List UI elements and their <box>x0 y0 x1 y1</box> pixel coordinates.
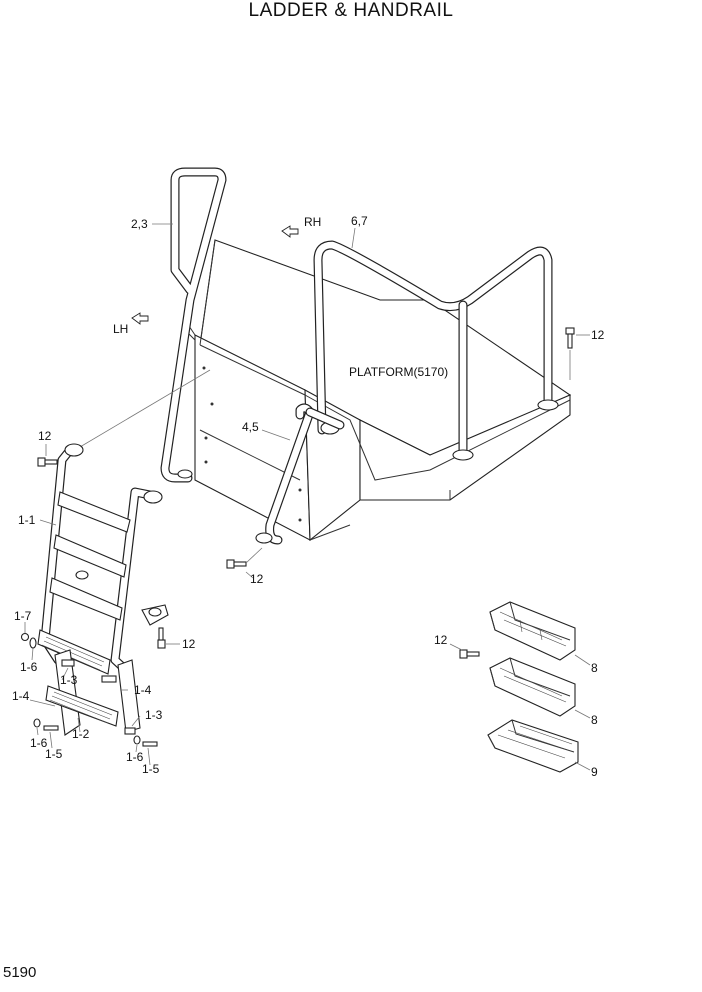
step-8-lower <box>489 657 576 717</box>
bolt-icon <box>142 741 158 747</box>
rh-label: RH <box>304 215 321 229</box>
callout-1-1: 1-1 <box>18 513 36 527</box>
callout-1-3-left: 1-3 <box>60 673 78 687</box>
handrail-4-5 <box>255 403 345 545</box>
callout-1-6-bottom-right: 1-6 <box>126 750 144 764</box>
callout-8-lower: 8 <box>591 713 598 727</box>
callout-2-3: 2,3 <box>131 217 148 231</box>
handrail-2-3 <box>160 167 227 483</box>
nut-icon <box>20 632 30 642</box>
bolt-icon <box>157 627 166 649</box>
washer-icon <box>29 637 37 649</box>
callout-1-4-left: 1-4 <box>12 689 30 703</box>
lh-label: LH <box>113 322 128 336</box>
callout-1-6-left: 1-6 <box>20 660 38 674</box>
handrail-6-7 <box>313 240 559 461</box>
rh-arrow-icon <box>281 225 299 238</box>
callout-1-5-bottom-left: 1-5 <box>45 747 63 761</box>
ladder-assembly <box>37 443 169 736</box>
callout-1-4-right: 1-4 <box>134 683 152 697</box>
bolt-icon <box>43 725 59 731</box>
callout-6-7: 6,7 <box>351 214 368 228</box>
callout-1-2: 1-2 <box>72 727 90 741</box>
platform-body <box>184 239 572 542</box>
callout-12-platform: 12 <box>250 572 264 586</box>
callout-12-steps: 12 <box>434 633 448 647</box>
callout-1-6-bottom-left: 1-6 <box>30 736 48 750</box>
page-number: 5190 <box>3 964 37 981</box>
callout-1-7: 1-7 <box>14 609 32 623</box>
bolt-icon <box>459 649 480 659</box>
washer-icon <box>33 718 41 728</box>
step-8-upper <box>489 601 576 661</box>
callout-8-upper: 8 <box>591 661 598 675</box>
washer-icon <box>133 735 141 745</box>
callout-12-ladder-top: 12 <box>38 429 52 443</box>
callout-9: 9 <box>591 765 598 779</box>
callout-12-ladder-mid: 12 <box>182 637 196 651</box>
bolt-icon <box>37 457 58 467</box>
step-9 <box>487 719 579 773</box>
callout-4-5: 4,5 <box>242 420 259 434</box>
callout-1-3-right: 1-3 <box>145 708 163 722</box>
platform-label: PLATFORM(5170) <box>349 365 448 379</box>
bolt-icon <box>565 327 575 349</box>
lh-arrow-icon <box>131 312 149 325</box>
callout-12-top-right: 12 <box>591 328 605 342</box>
bolt-icon <box>226 559 247 569</box>
callout-1-5-bottom-right: 1-5 <box>142 762 160 776</box>
page-title: LADDER & HANDRAIL <box>248 0 454 21</box>
